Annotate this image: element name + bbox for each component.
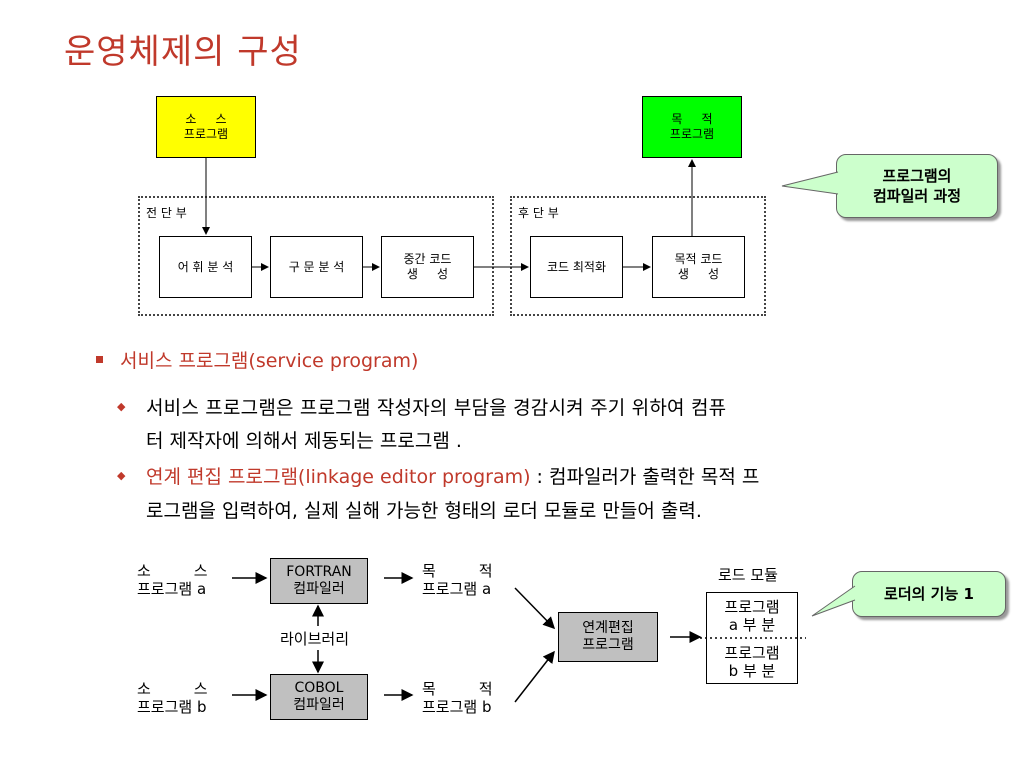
object-code-gen-box: 목적 코드 생 성 <box>652 236 745 298</box>
backend-region <box>510 196 766 316</box>
compiler-process-callout: 프로그램의 컴파일러 과정 <box>836 154 998 218</box>
bullet2-highlight: 연계 편집 프로그램(linkage editor program) <box>146 466 531 488</box>
bullet1-text: 서비스 프로그램은 프로그램 작성자의 부담을 경감시켜 주기 위하여 컴퓨 <box>146 397 727 419</box>
source-program-box: 소 스 프로그램 <box>156 96 256 158</box>
fortran-compiler-box: FORTRAN 컴파일러 <box>270 558 368 604</box>
diamond-bullet-icon: ◆ <box>117 469 126 482</box>
target-program-box: 목 적 프로그램 <box>642 96 742 158</box>
bullet2-continuation: 로그램을 입력하여, 실제 실해 가능한 형태의 로더 모듈로 만들어 출력. <box>146 500 702 522</box>
bullet2-text: 연계 편집 프로그램(linkage editor program) : 컴파일… <box>146 462 759 489</box>
frontend-region <box>138 196 494 316</box>
frontend-label: 전 단 부 <box>146 206 187 220</box>
source-program-b-label: 소 스 프로그램 b <box>137 680 208 716</box>
bullet2-rest: : 컴파일러가 출력한 목적 프 <box>530 466 760 488</box>
page-title: 운영체제의 구성 <box>64 32 302 72</box>
square-bullet-icon <box>96 356 103 363</box>
diamond-bullet-icon: ◆ <box>117 400 126 413</box>
load-module-part-a: 프로그램 a 부 분 <box>724 598 780 634</box>
library-label: 라이브러리 <box>280 630 350 648</box>
bullet1-continuation: 터 제작자에 의해서 제동되는 프로그램 . <box>146 430 462 452</box>
code-optimization-box: 코드 최적화 <box>530 236 623 298</box>
loader-function-callout: 로더의 기능 1 <box>852 571 1006 617</box>
load-module-label: 로드 모듈 <box>718 566 778 584</box>
cobol-compiler-box: COBOL 컴파일러 <box>270 674 368 720</box>
load-module-part-b: 프로그램 b 부 분 <box>724 644 780 680</box>
object-program-b-label: 목 적 프로그램 b <box>422 680 493 716</box>
linkage-editor-box: 연계편집 프로그램 <box>558 612 658 662</box>
section-heading: 서비스 프로그램(service program) <box>120 350 419 372</box>
intermediate-code-box: 중간 코드 생 성 <box>381 236 474 298</box>
object-program-a-label: 목 적 프로그램 a <box>422 562 493 598</box>
syntax-analysis-box: 구 문 분 석 <box>270 236 363 298</box>
source-program-a-label: 소 스 프로그램 a <box>137 562 208 598</box>
lexical-analysis-box: 어 휘 분 석 <box>159 236 252 298</box>
backend-label: 후 단 부 <box>518 206 559 220</box>
